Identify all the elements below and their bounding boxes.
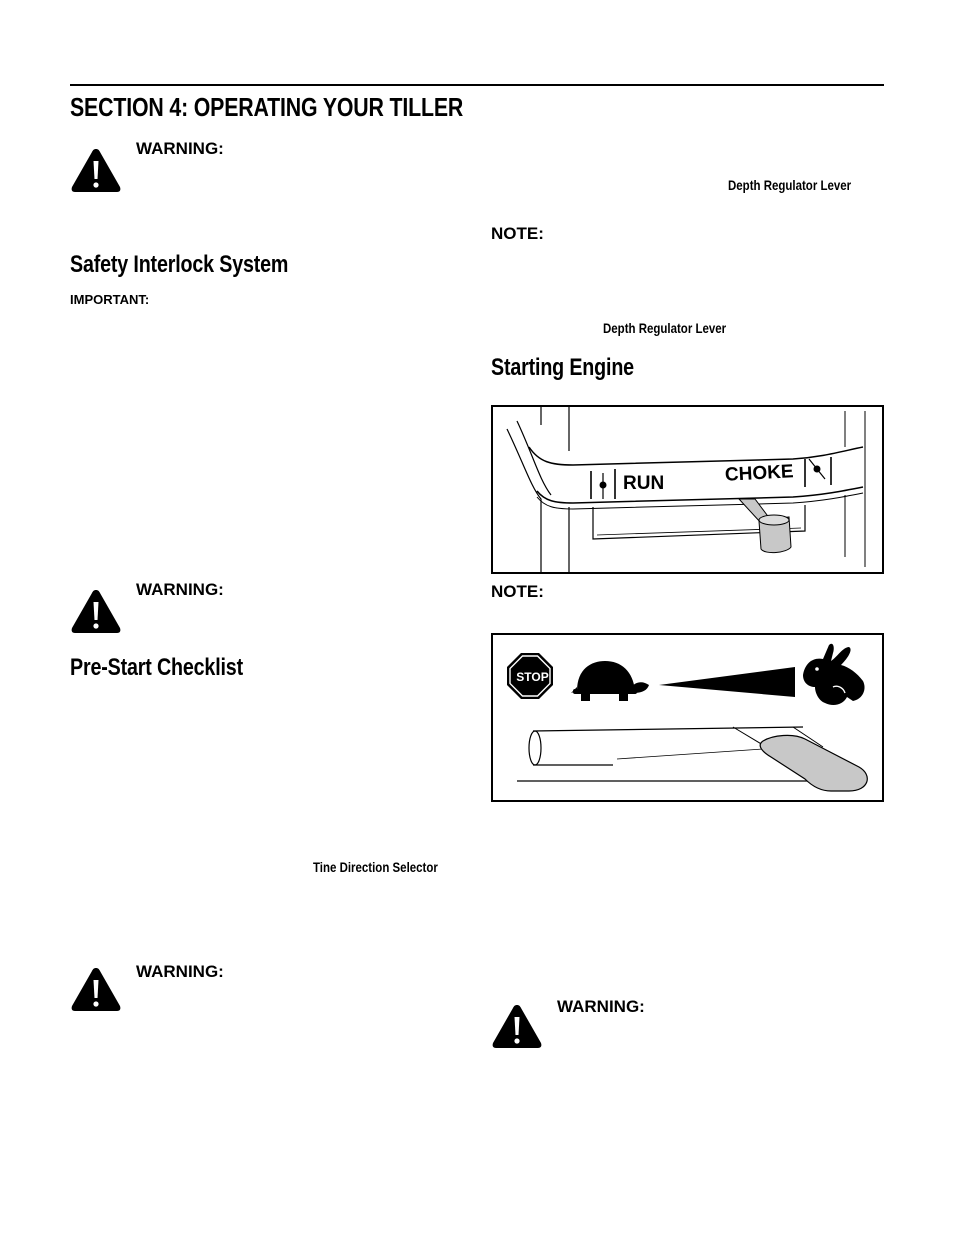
choke-panel-illustration: [506, 407, 866, 572]
warning-label-4: WARNING:: [557, 997, 645, 1016]
warning-triangle-icon: [71, 968, 121, 1011]
choke-label: CHOKE: [724, 461, 795, 486]
rabbit-icon: [803, 643, 865, 705]
warning-label-1: WARNING:: [136, 139, 224, 158]
depth-regulator-caption-1: Depth Regulator Lever: [728, 177, 852, 193]
stop-sign-icon: [507, 653, 553, 699]
stop-label: STOP: [516, 670, 549, 684]
run-label: RUN: [623, 473, 665, 494]
speed-wedge-icon: [659, 667, 795, 697]
note-label-2: NOTE:: [491, 582, 544, 601]
starting-engine-heading: Starting Engine: [491, 354, 634, 381]
throttle-control-figure: STOP: [491, 633, 884, 802]
depth-regulator-caption-2: Depth Regulator Lever: [603, 320, 727, 336]
section-title: SECTION 4: OPERATING YOUR TILLER: [70, 92, 464, 122]
tine-direction-caption: Tine Direction Selector: [313, 859, 438, 875]
warning-triangle-icon: [71, 590, 121, 633]
turtle-icon: [571, 661, 649, 701]
warning-label-2: WARNING:: [136, 580, 224, 599]
pre-start-heading: Pre-Start Checklist: [70, 654, 243, 681]
throttle-panel-illustration: [507, 643, 868, 792]
warning-triangle-icon: [492, 1005, 542, 1048]
important-label: IMPORTANT:: [70, 292, 150, 307]
top-rule: [70, 84, 884, 86]
warning-triangle-icon: [71, 149, 121, 192]
warning-label-3: WARNING:: [136, 962, 224, 981]
note-label-1: NOTE:: [491, 224, 544, 243]
safety-interlock-heading: Safety Interlock System: [70, 251, 289, 278]
choke-control-figure: RUN CHOKE: [491, 405, 884, 574]
